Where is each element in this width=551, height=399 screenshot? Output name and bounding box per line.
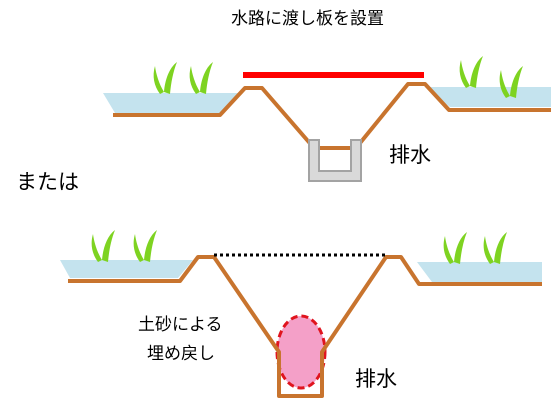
bottom-scene xyxy=(60,230,542,398)
left-paddy-water xyxy=(103,93,243,113)
separator-text: または xyxy=(16,170,79,194)
fill-label-line1: 土砂による xyxy=(138,315,223,335)
top-scene xyxy=(103,56,551,182)
top-channel-bank xyxy=(113,82,551,150)
left-paddy-water-bottom xyxy=(60,260,193,278)
fill-label-line2: 埋め戻し xyxy=(147,344,215,364)
backfill-soil xyxy=(275,314,327,390)
rice-plant-icon xyxy=(91,230,507,264)
bottom-drain-label: 排水 xyxy=(355,367,397,391)
top-caption: 水路に渡し板を設置 xyxy=(231,9,384,29)
right-paddy-water-bottom xyxy=(417,262,542,282)
right-paddy-water xyxy=(425,87,551,107)
bottom-channel-bank xyxy=(68,255,542,398)
top-drain-label: 排水 xyxy=(389,143,431,167)
u-flume xyxy=(308,139,362,182)
